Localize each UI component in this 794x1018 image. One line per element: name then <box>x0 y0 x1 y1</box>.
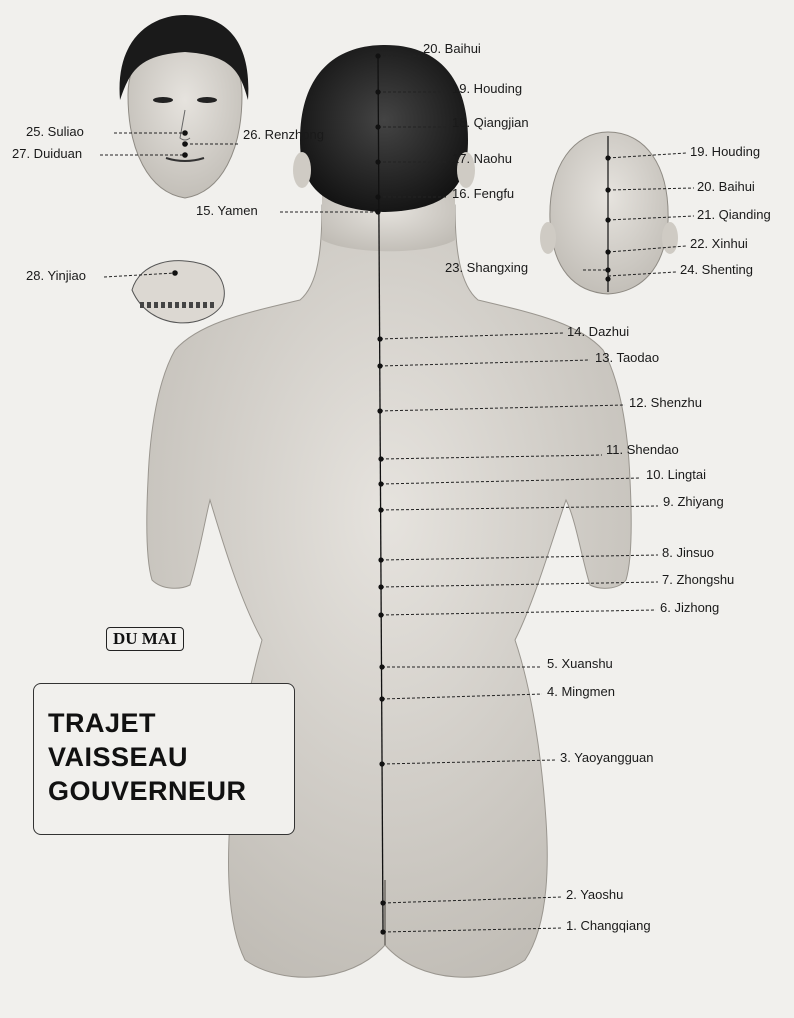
title-line-1: TRAJET <box>48 706 294 740</box>
front-face-figure <box>120 15 249 198</box>
right-eye <box>197 97 217 103</box>
label-top-p22: 22. Xinhui <box>690 236 748 251</box>
label-p13: 13. Taodao <box>595 350 659 365</box>
label-p2: 2. Yaoshu <box>566 887 623 902</box>
dot-top-p22 <box>605 249 610 254</box>
lip-shape <box>132 261 224 323</box>
label-top-p21: 21. Qianding <box>697 207 771 222</box>
label-top-p23: 23. Shangxing <box>445 260 528 275</box>
label-p15: 15. Yamen <box>196 203 258 218</box>
dot-p15 <box>375 209 380 214</box>
dot-p16 <box>375 194 380 199</box>
label-p1: 1. Changqiang <box>566 918 651 933</box>
dot-p7 <box>378 584 383 589</box>
dot-p8 <box>378 557 383 562</box>
dot-top-p19 <box>605 155 610 160</box>
label-p27: 27. Duiduan <box>12 146 82 161</box>
left-eye <box>153 97 173 103</box>
label-p18: 18. Qiangjian <box>452 115 529 130</box>
title-box: TRAJET VAISSEAU GOUVERNEUR <box>33 683 295 835</box>
dot-top-p23 <box>605 267 610 272</box>
label-p3: 3. Yaoyangguan <box>560 750 654 765</box>
label-top-p20: 20. Baihui <box>697 179 755 194</box>
label-p7: 7. Zhongshu <box>662 572 734 587</box>
du-mai-badge: DU MAI <box>106 627 184 651</box>
label-p12: 12. Shenzhu <box>629 395 702 410</box>
dot-p2 <box>380 900 385 905</box>
left-ear <box>293 152 311 188</box>
dot-p26 <box>182 141 188 147</box>
lip-gum-figure <box>132 261 224 323</box>
dot-p1 <box>380 929 385 934</box>
dot-p6 <box>378 612 383 617</box>
dot-top-p24 <box>605 276 610 281</box>
dot-p9 <box>378 507 383 512</box>
head-top-left-ear <box>540 222 556 254</box>
dot-p12 <box>377 408 382 413</box>
head-back <box>300 45 468 212</box>
dot-p19 <box>375 89 380 94</box>
label-p14: 14. Dazhui <box>567 324 629 339</box>
label-p28: 28. Yinjiao <box>26 268 86 283</box>
dot-p17 <box>375 159 380 164</box>
label-p25: 25. Suliao <box>26 124 84 139</box>
label-p8: 8. Jinsuo <box>662 545 714 560</box>
dot-p27 <box>182 152 188 158</box>
dot-p10 <box>378 481 383 486</box>
label-top-p19: 19. Houding <box>690 144 760 159</box>
label-p11: 11. Shendao <box>606 442 679 457</box>
label-p10: 10. Lingtai <box>646 467 706 482</box>
label-top-p24: 24. Shenting <box>680 262 753 277</box>
dot-p14 <box>377 336 382 341</box>
dot-p5 <box>379 664 384 669</box>
label-p26: 26. Renzhong <box>243 127 324 142</box>
label-p6: 6. Jizhong <box>660 600 719 615</box>
dot-p3 <box>379 761 384 766</box>
label-p17: 17. Naohu <box>452 151 512 166</box>
dot-p11 <box>378 456 383 461</box>
label-p19: 19. Houding <box>452 81 522 96</box>
dot-p13 <box>377 363 382 368</box>
dot-top-p21 <box>605 217 610 222</box>
dot-p28 <box>172 270 178 276</box>
label-p20: 20. Baihui <box>423 41 481 56</box>
label-p4: 4. Mingmen <box>547 684 615 699</box>
dot-p25 <box>182 130 188 136</box>
head-top-right-ear <box>662 222 678 254</box>
label-p9: 9. Zhiyang <box>663 494 724 509</box>
title-line-3: GOUVERNEUR <box>48 774 294 808</box>
dot-p4 <box>379 696 384 701</box>
dot-p20 <box>375 53 380 58</box>
dot-top-p20 <box>605 187 610 192</box>
dot-p18 <box>375 124 380 129</box>
label-p5: 5. Xuanshu <box>547 656 613 671</box>
torso-silhouette <box>147 205 631 977</box>
title-line-2: VAISSEAU <box>48 740 294 774</box>
label-p16: 16. Fengfu <box>452 186 514 201</box>
